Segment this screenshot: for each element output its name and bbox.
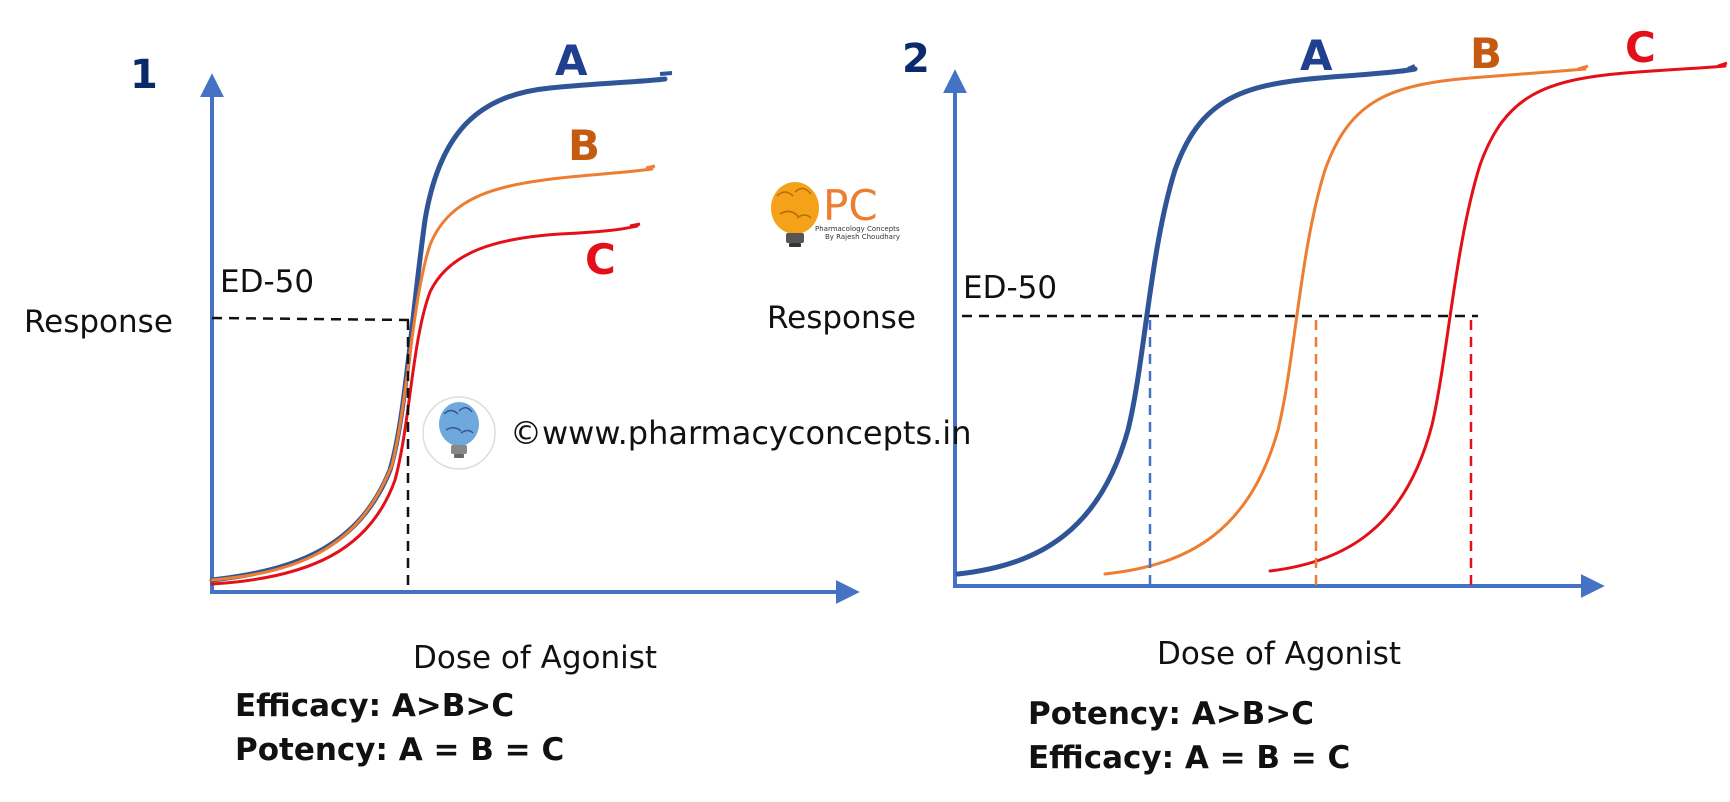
panel-2-x-label: Dose of Agonist	[1157, 636, 1401, 672]
panel-1-label-b: B	[568, 121, 600, 170]
panel-2-ed50-label: ED-50	[963, 270, 1057, 306]
panel-2-curve-c-end	[1717, 61, 1728, 68]
pc-logo-line2: By Rajesh Choudhary	[825, 233, 900, 241]
panel-1-y-label: Response	[24, 304, 173, 340]
panel-2-label-c: C	[1625, 23, 1656, 72]
panel-1-curve-c	[210, 224, 639, 586]
panel-1-curve-c-end	[629, 222, 641, 228]
pc-logo-line1: Pharmacology Concepts	[815, 225, 900, 233]
panel-1: 1 A B C ED-50 Response Dose of Agonist E…	[24, 36, 860, 768]
brain-bulb-logo-icon	[771, 182, 819, 247]
panel-1-number: 1	[130, 52, 158, 98]
panel-1-x-label: Dose of Agonist	[413, 640, 657, 676]
panel-2-note-efficacy: Efficacy: A = B = C	[1028, 740, 1350, 776]
panel-2-y-label: Response	[767, 300, 916, 336]
panel-2-curve-a-end	[1407, 64, 1416, 71]
panel-1-note-potency: Potency: A = B = C	[235, 732, 564, 768]
panel-1-curve-a-end	[659, 71, 673, 76]
watermark-text: ©www.pharmacyconcepts.in	[510, 414, 971, 452]
panel-1-ed50-horizontal	[211, 316, 413, 322]
panel-2-curve-c	[1268, 64, 1727, 573]
panel-1-label-c: C	[585, 235, 616, 284]
panel-1-ed50-label: ED-50	[220, 264, 314, 300]
panel-2-label-b: B	[1470, 29, 1502, 78]
panel-1-label-a: A	[555, 36, 588, 85]
panel-1-curve-b-end	[645, 164, 656, 170]
panel-2-number: 2	[902, 36, 930, 82]
panel-1-note-efficacy: Efficacy: A>B>C	[235, 688, 514, 724]
panel-2-label-a: A	[1300, 31, 1333, 80]
pc-logo-letters: PC	[823, 181, 878, 230]
watermark: ©www.pharmacyconcepts.in	[422, 396, 971, 470]
panel-1-curve-b	[210, 167, 654, 582]
pc-logo: PC Pharmacology Concepts By Rajesh Choud…	[771, 181, 900, 247]
panel-2-curve-b	[1103, 67, 1587, 576]
panel-2: 2 A B C ED-50 Response Dose of Agonist P…	[767, 23, 1728, 776]
panel-2-curve-b-end	[1577, 64, 1589, 71]
panel-2-curve-a	[955, 66, 1418, 577]
brain-bulb-logo-icon	[439, 402, 479, 458]
panel-2-note-potency: Potency: A>B>C	[1028, 696, 1314, 732]
